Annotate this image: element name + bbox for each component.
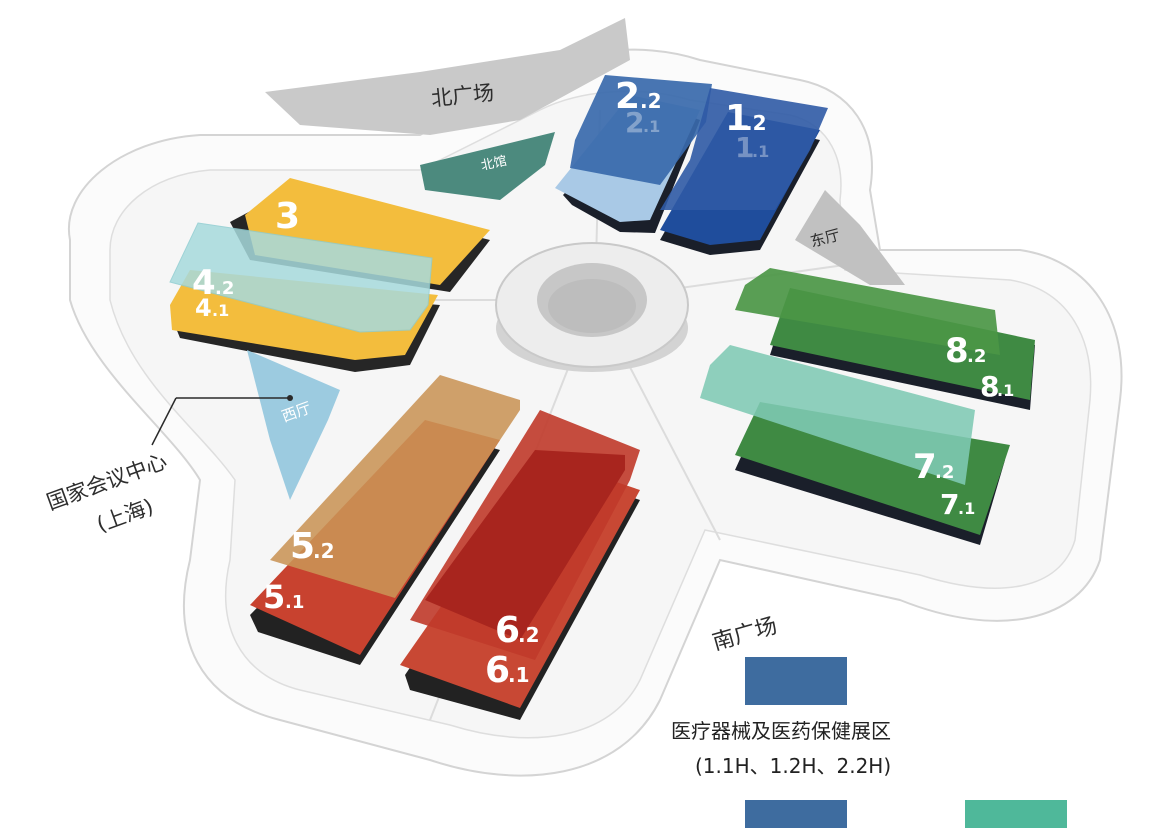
west-hall-block	[247, 350, 340, 500]
hall-8-2-sub: .2	[967, 346, 986, 367]
hall-4-2-sub: .2	[215, 278, 234, 299]
hall-6-2-number: 6	[495, 610, 520, 651]
hall-6	[400, 410, 640, 720]
hall-6-2-sub: .2	[518, 623, 540, 647]
hall-2-1-number: 2	[625, 106, 644, 139]
legend-medical-halls: (1.1H、1.2H、2.2H)	[695, 754, 892, 778]
east-hall-block	[795, 190, 905, 285]
hall-4-1-sub: .1	[212, 301, 229, 320]
conference-callout-diag	[151, 397, 177, 446]
hall-1-1-number: 1	[735, 131, 754, 164]
conference-center-line2: (上海)	[94, 494, 157, 537]
hall-5	[250, 375, 520, 665]
hall-5-2-sub: .2	[313, 539, 335, 563]
hall-2-2-number: 2	[615, 76, 640, 117]
hall-1-2-number: 1	[725, 98, 750, 139]
hall-7-2-sub: .2	[935, 462, 954, 483]
hall-2-1-sub: .1	[643, 117, 660, 136]
hall-4-1-number: 4	[195, 294, 212, 322]
north-plaza-area	[265, 18, 630, 135]
legend-swatch-3	[965, 800, 1067, 828]
hall-7-1-number: 7	[940, 488, 959, 521]
hall-5-1-sub: .1	[285, 592, 304, 613]
legend-swatch-medical	[745, 657, 847, 705]
legend-swatch-2	[745, 800, 847, 828]
central-ring	[495, 242, 689, 372]
hall-1-1-sub: .1	[752, 142, 769, 161]
hall-5-2-number: 5	[290, 526, 315, 567]
hall-6-1-number: 6	[485, 650, 510, 691]
legend-medical-title: 医疗器械及医药保健展区	[671, 719, 891, 743]
hall-1-2-sub: .2	[745, 111, 767, 135]
south-plaza-label: 南广场	[710, 614, 780, 656]
hall-6-1-sub: .1	[508, 663, 530, 687]
hall-8-1-sub: .1	[997, 381, 1014, 400]
hall-3-4	[169, 178, 490, 372]
hall-7	[700, 345, 1010, 545]
hall-4-2-number: 4	[192, 263, 216, 303]
hall-5-1-number: 5	[263, 578, 285, 616]
north-hall-block	[420, 132, 555, 200]
hall-7-2-number: 7	[913, 447, 937, 487]
hall-8-1-number: 8	[980, 370, 999, 403]
hall-8	[735, 268, 1035, 410]
conference-callout-dot	[287, 395, 293, 401]
north-hall-label: 北馆	[480, 154, 509, 174]
hall-8-2-number: 8	[945, 331, 969, 371]
hall-2-2-sub: .2	[640, 89, 662, 113]
hall-2	[555, 75, 712, 233]
hall-3-number: 3	[275, 196, 300, 237]
hall-7-1-sub: .1	[958, 499, 975, 518]
hall-1	[660, 88, 828, 255]
